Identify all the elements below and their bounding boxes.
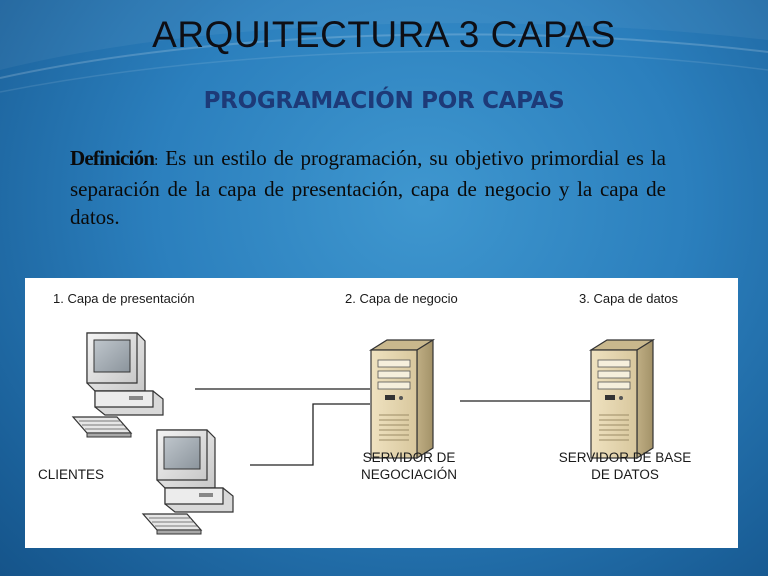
three-tier-diagram: 1. Capa de presentación 2. Capa de negoc… — [25, 278, 738, 548]
business-server-line2: NEGOCIACIÓN — [360, 467, 457, 482]
slide-title: ARQUITECTURA 3 CAPAS — [152, 14, 616, 55]
slide-subtitle: PROGRAMACIÓN POR CAPAS — [203, 88, 565, 114]
layer-label-business: 2. Capa de negocio — [345, 291, 458, 306]
data-server-line1: SERVIDOR DE BASE — [558, 450, 692, 465]
business-server-line1: SERVIDOR DE — [362, 450, 456, 465]
clients-label: CLIENTES — [38, 467, 105, 482]
desktop-computer-icon — [72, 332, 164, 438]
connection-lines — [195, 388, 590, 466]
server-tower-icon — [370, 339, 434, 459]
data-server-caption: SERVIDOR DE BASE DE DATOS — [555, 449, 695, 483]
server-tower-icon — [590, 339, 654, 459]
data-server-line2: DE DATOS — [591, 467, 659, 482]
definition-text: Es un estilo de programación, su objetiv… — [70, 146, 666, 229]
definition-paragraph: Definición: Es un estilo de programación… — [70, 144, 666, 231]
definition-colon: : — [154, 153, 159, 169]
business-server-caption: SERVIDOR DE NEGOCIACIÓN — [359, 449, 459, 483]
layer-label-presentation: 1. Capa de presentación — [53, 291, 195, 306]
layer-label-data: 3. Capa de datos — [579, 291, 679, 306]
definition-term: Definición — [70, 146, 155, 170]
diagram-graphics — [72, 332, 654, 535]
desktop-computer-icon — [142, 429, 234, 535]
